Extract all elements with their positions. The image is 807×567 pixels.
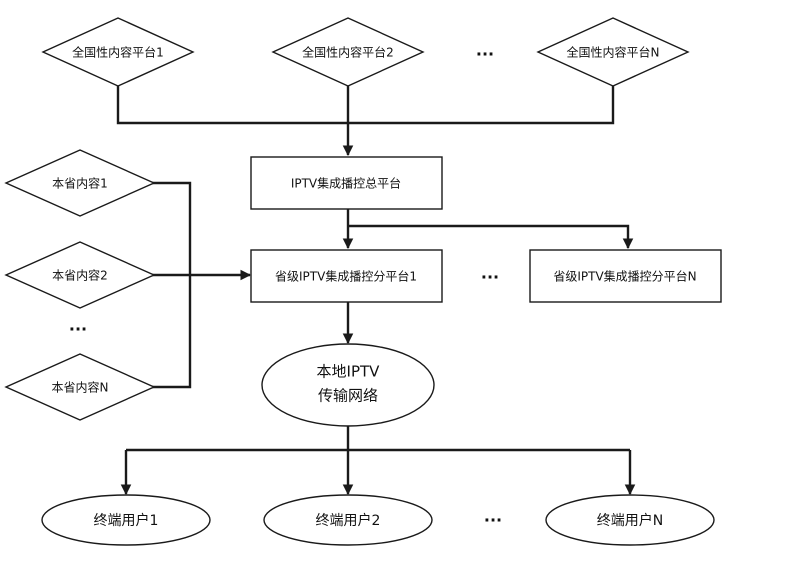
local-content-2-label: 本省内容2	[52, 268, 108, 283]
connector-national-1	[116, 85, 348, 125]
local-content-1: 本省内容1	[4, 149, 156, 217]
main-platform-box: IPTV集成播控总平台	[250, 156, 443, 210]
national-platform-2: 全国性内容平台2	[271, 17, 425, 87]
network-label-line2: 传输网络	[318, 387, 378, 405]
national-platform-n: 全国性内容平台N	[536, 17, 690, 87]
local-content-2: 本省内容2	[4, 241, 156, 309]
local-content-n: 本省内容N	[4, 353, 156, 421]
provincial-ellipsis: ···	[481, 268, 499, 287]
provincial-platform-n-box: 省级IPTV集成播控分平台N	[529, 249, 722, 303]
user-2-node: 终端用户2	[263, 494, 433, 546]
connector-national-n	[348, 85, 615, 125]
provincial-platform-n-label: 省级IPTV集成播控分平台N	[553, 269, 696, 284]
connector-main-to-provincial-n	[348, 224, 634, 250]
user-n-node: 终端用户N	[545, 494, 715, 546]
provincial-platform-1-box: 省级IPTV集成播控分平台1	[250, 249, 443, 303]
national-platform-n-label: 全国性内容平台N	[567, 45, 660, 60]
network-label-line1: 本地IPTV	[317, 363, 381, 381]
user-2-label: 终端用户2	[316, 512, 381, 529]
main-platform-label: IPTV集成播控总平台	[291, 176, 401, 191]
user-1-node: 终端用户1	[41, 494, 211, 546]
national-platform-1: 全国性内容平台1	[41, 17, 195, 87]
provincial-platform-1-label: 省级IPTV集成播控分平台1	[275, 269, 417, 284]
user-n-label: 终端用户N	[597, 512, 663, 529]
local-content-n-label: 本省内容N	[52, 380, 109, 395]
local-ellipsis: ···	[69, 320, 87, 339]
connectors	[116, 85, 636, 496]
connector-local-1	[152, 181, 192, 389]
local-network-node: 本地IPTV 传输网络	[261, 343, 435, 427]
national-platform-1-label: 全国性内容平台1	[72, 45, 164, 60]
users-ellipsis: ···	[484, 511, 502, 530]
national-platform-2-label: 全国性内容平台2	[302, 45, 394, 60]
user-1-label: 终端用户1	[94, 512, 159, 529]
national-ellipsis: ···	[476, 45, 494, 64]
local-content-1-label: 本省内容1	[52, 176, 108, 191]
